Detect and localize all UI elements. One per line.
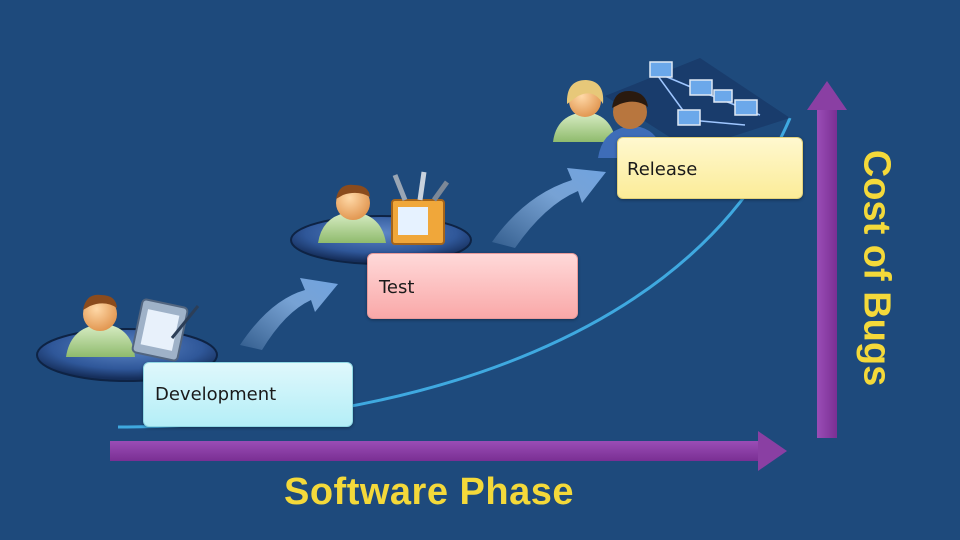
network-icon [605,58,790,150]
test-label: Test [379,277,415,298]
toolbox-icon [391,171,450,245]
release-box: Release [617,137,803,199]
x-axis-arrow [110,431,787,471]
clipboard-icon [131,298,200,362]
person-icon [553,80,616,142]
y-axis-label: Cost of Bugs [855,149,898,387]
person-icon [66,294,135,357]
step-arrow-icon [240,278,338,350]
person-icon [318,184,386,243]
development-box: Development [143,362,353,427]
release-label: Release [627,159,698,180]
development-label: Development [155,384,277,405]
x-axis-label: Software Phase [284,471,574,513]
test-box: Test [367,253,578,319]
step-arrow-icon [492,168,606,248]
y-axis-arrow [807,81,847,438]
